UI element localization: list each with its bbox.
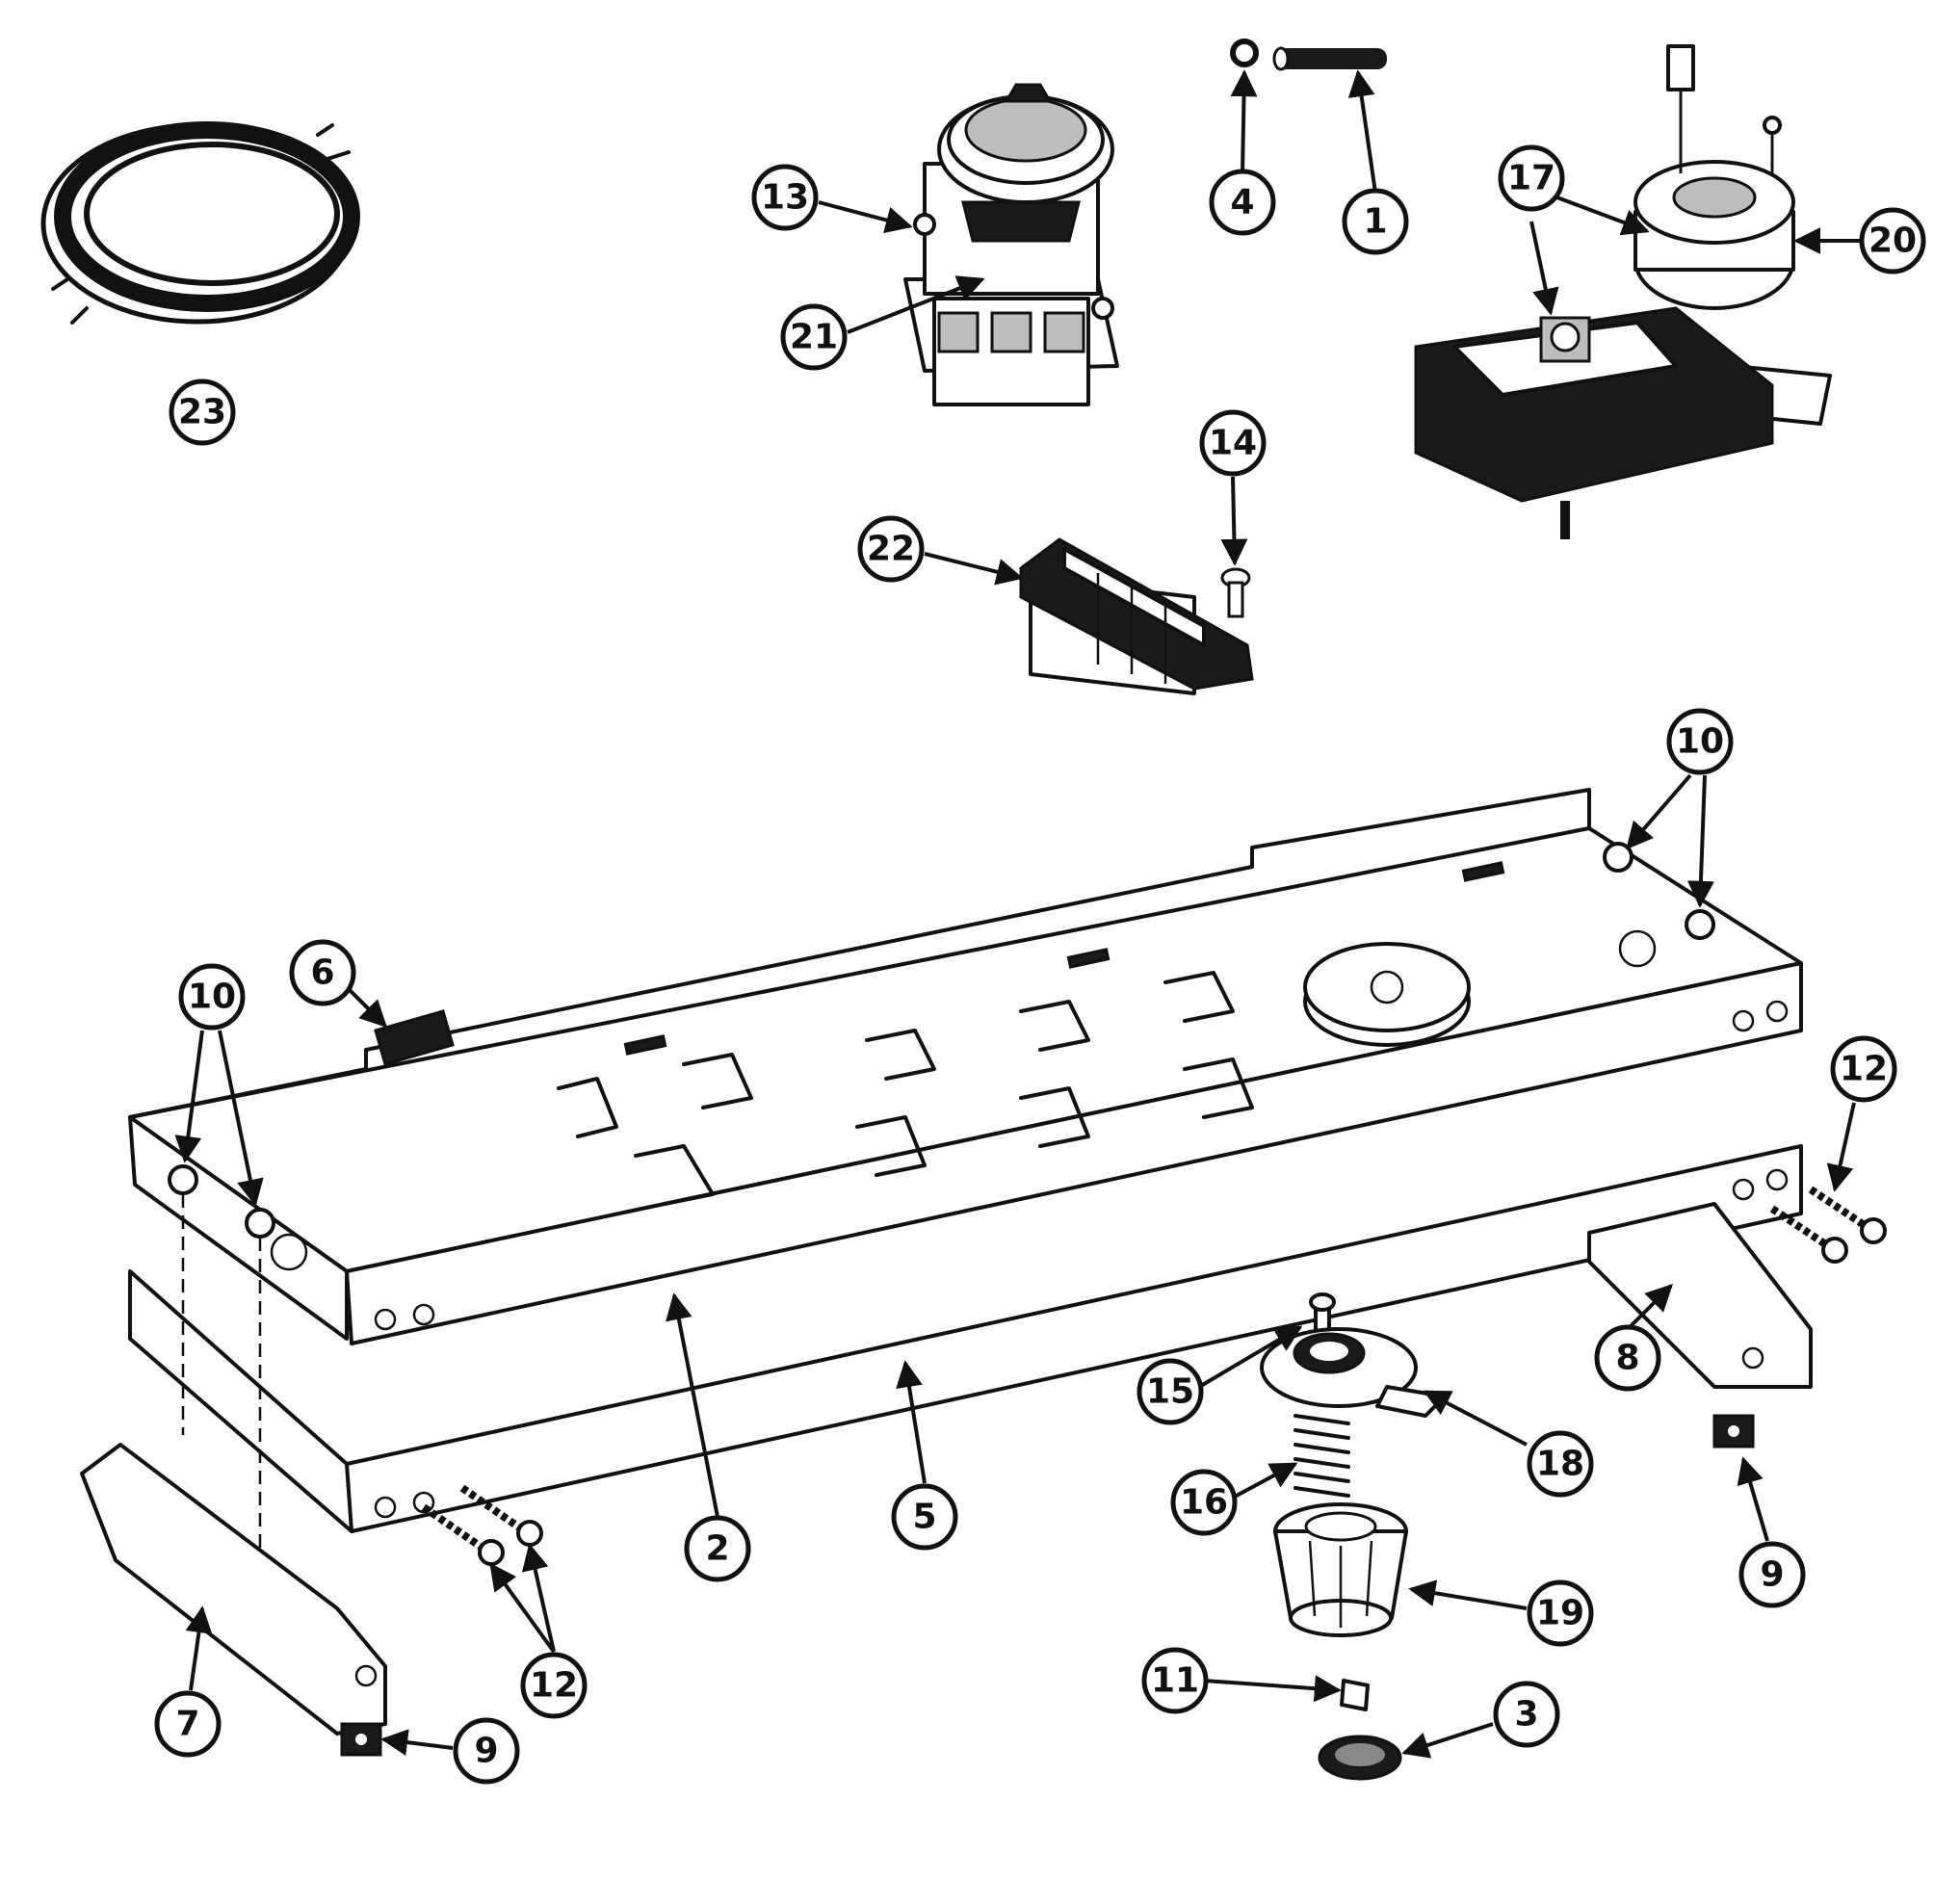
callout-label: 7 — [175, 1705, 199, 1744]
callout-3: 3 — [1493, 1681, 1560, 1748]
callout-8: 8 — [1594, 1324, 1661, 1392]
callout-5: 5 — [891, 1483, 958, 1551]
callout-12-right: 12 — [1830, 1035, 1897, 1103]
knob-insert — [1318, 1735, 1402, 1781]
callout-23: 23 — [169, 378, 236, 446]
callout-label: 19 — [1536, 1594, 1584, 1633]
callout-label: 15 — [1146, 1372, 1194, 1412]
wire-clip — [374, 1009, 455, 1066]
selector-switch — [903, 83, 1119, 406]
callout-4: 4 — [1209, 169, 1276, 236]
callout-label: 22 — [867, 530, 915, 569]
callout-label: 8 — [1615, 1339, 1639, 1378]
callout-13: 13 — [751, 164, 819, 231]
callout-label: 9 — [1760, 1555, 1784, 1595]
callout-11: 11 — [1141, 1647, 1209, 1714]
shaft-pin — [1272, 46, 1387, 71]
callout-label: 6 — [310, 953, 334, 993]
callout-label: 14 — [1209, 424, 1257, 463]
callout-label: 5 — [912, 1498, 936, 1537]
callout-15: 15 — [1137, 1358, 1204, 1425]
callout-label: 4 — [1230, 183, 1254, 222]
callout-18: 18 — [1527, 1430, 1594, 1498]
callout-label: 3 — [1514, 1695, 1538, 1735]
knob-assembly — [1260, 1292, 1447, 1781]
clip-nut-left — [340, 1722, 382, 1757]
callout-label: 12 — [1840, 1050, 1888, 1089]
callout-12-left: 12 — [520, 1652, 588, 1719]
spring — [1294, 1414, 1350, 1498]
callout-label: 21 — [790, 318, 838, 357]
washers-10 — [168, 842, 1715, 1551]
callout-label: 17 — [1507, 159, 1555, 198]
callout-label: 9 — [474, 1732, 498, 1771]
knob — [1273, 1502, 1408, 1637]
lower-rail — [128, 1144, 1803, 1533]
callout-label: 13 — [761, 178, 809, 218]
callout-label: 11 — [1151, 1661, 1199, 1701]
callout-19: 19 — [1527, 1579, 1594, 1647]
callout-2: 2 — [684, 1515, 751, 1582]
callout-10-right: 10 — [1666, 708, 1734, 775]
callout-7: 7 — [154, 1690, 222, 1758]
callout-21: 21 — [780, 303, 848, 371]
callout-label: 2 — [705, 1529, 729, 1569]
screw-14 — [1220, 567, 1251, 618]
timer-assembly — [1414, 44, 1832, 539]
right-end-bracket — [1587, 1202, 1813, 1389]
callout-10-left: 10 — [178, 963, 246, 1031]
callout-label: 18 — [1536, 1445, 1584, 1484]
callout-16: 16 — [1170, 1469, 1238, 1536]
callout-label: 12 — [530, 1666, 578, 1706]
callout-label: 10 — [1676, 722, 1724, 762]
push-button-switch — [1019, 537, 1254, 695]
callout-20: 20 — [1859, 207, 1926, 274]
callout-17: 17 — [1498, 144, 1565, 212]
knob-clip — [1340, 1679, 1370, 1711]
screws-12-right — [1769, 1186, 1887, 1264]
callout-label: 10 — [188, 978, 236, 1017]
callout-9-left: 9 — [453, 1717, 520, 1785]
callout-label: 20 — [1869, 222, 1917, 261]
callout-14: 14 — [1199, 409, 1267, 477]
callout-1: 1 — [1342, 188, 1409, 255]
callout-label: 16 — [1180, 1483, 1228, 1523]
callout-22: 22 — [857, 515, 925, 583]
callout-6: 6 — [289, 939, 356, 1006]
callout-label: 1 — [1363, 202, 1387, 242]
callout-label: 23 — [178, 393, 226, 432]
callout-9-right: 9 — [1738, 1541, 1806, 1608]
retaining-ring — [1230, 39, 1259, 67]
wire-harness — [40, 121, 360, 325]
clip-nut-right — [1712, 1414, 1755, 1448]
left-end-bracket — [80, 1443, 387, 1735]
